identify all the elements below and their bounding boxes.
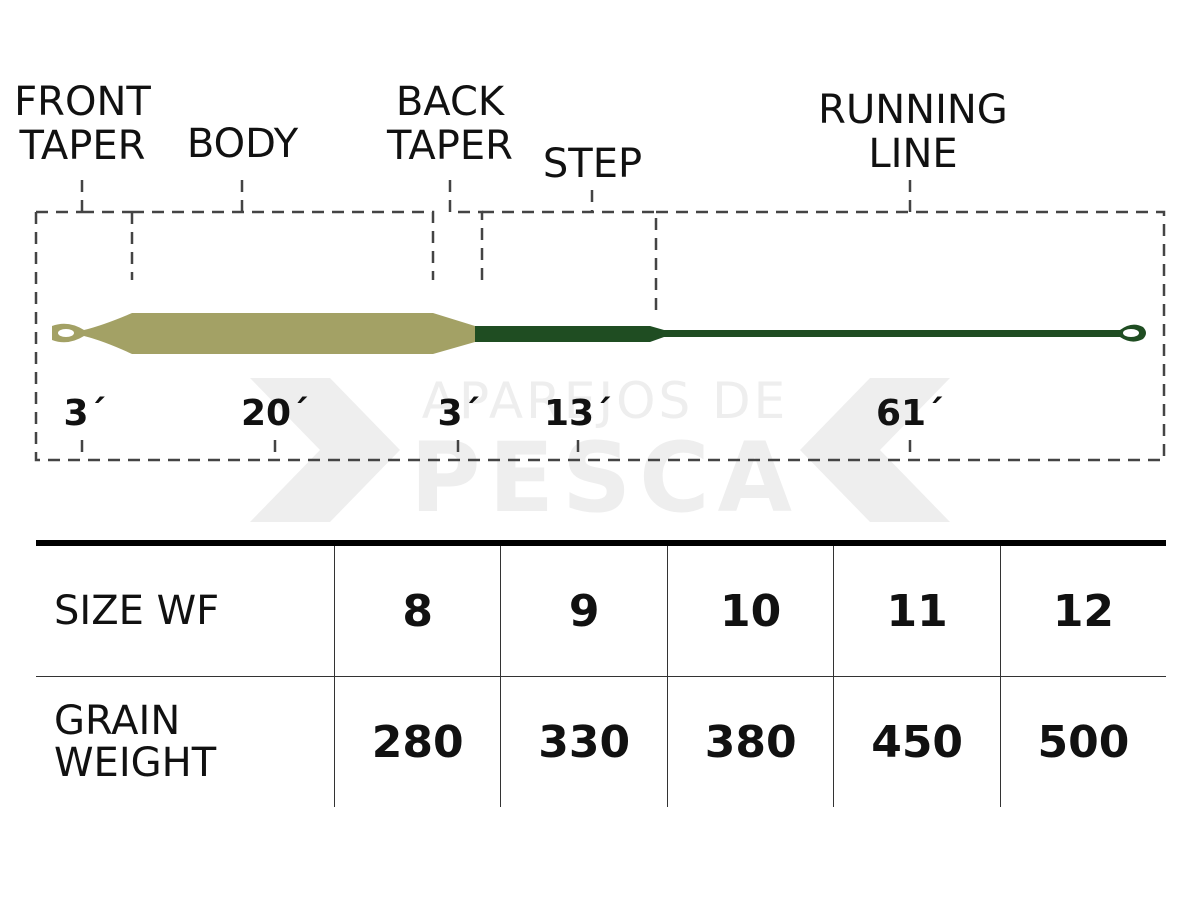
bracket-step-top [482,190,658,310]
bracket-back-taper-top [448,180,484,280]
bracket-front-taper-top [36,180,132,214]
rear-loop-hole [1123,329,1139,337]
size-cell: 11 [833,540,1001,677]
size-row: SIZE WF 8 9 10 11 12 [36,540,1166,677]
outer-dashed-frame [34,210,1166,462]
grain-cell: 450 [833,676,1001,807]
length-front-taper: 3´ [63,393,107,434]
size-cell: 8 [333,540,501,677]
fly-line-head [52,313,475,354]
watermark-line2: PESCA [410,422,800,534]
length-step: 13´ [543,393,613,434]
watermark-left-chevron [800,378,950,522]
length-body: 20´ [240,393,310,434]
watermark-chevrons [250,378,950,522]
label-body: BODY [186,121,299,167]
size-cell: 9 [500,540,668,677]
watermark-line1: APAREJOS DE [421,372,789,430]
bottom-ticks [80,440,912,460]
grain-cell: 380 [666,676,834,807]
length-running-line: 61´ [875,393,945,434]
size-cell: 10 [666,540,834,677]
front-loop-hole [58,329,74,337]
size-cell: 12 [999,540,1166,677]
grain-cell: 500 [999,676,1166,807]
grain-cell: 280 [333,676,501,807]
length-back-taper: 3´ [437,393,481,434]
watermark-right-chevron [250,378,400,522]
fly-line-running-section [475,324,1146,342]
bracket-body-top [130,180,435,280]
size-row-header: SIZE WF [36,540,335,677]
taper-brackets-and-line [34,180,1166,462]
label-step: STEP [542,141,643,187]
grain-cell: 330 [500,676,668,807]
